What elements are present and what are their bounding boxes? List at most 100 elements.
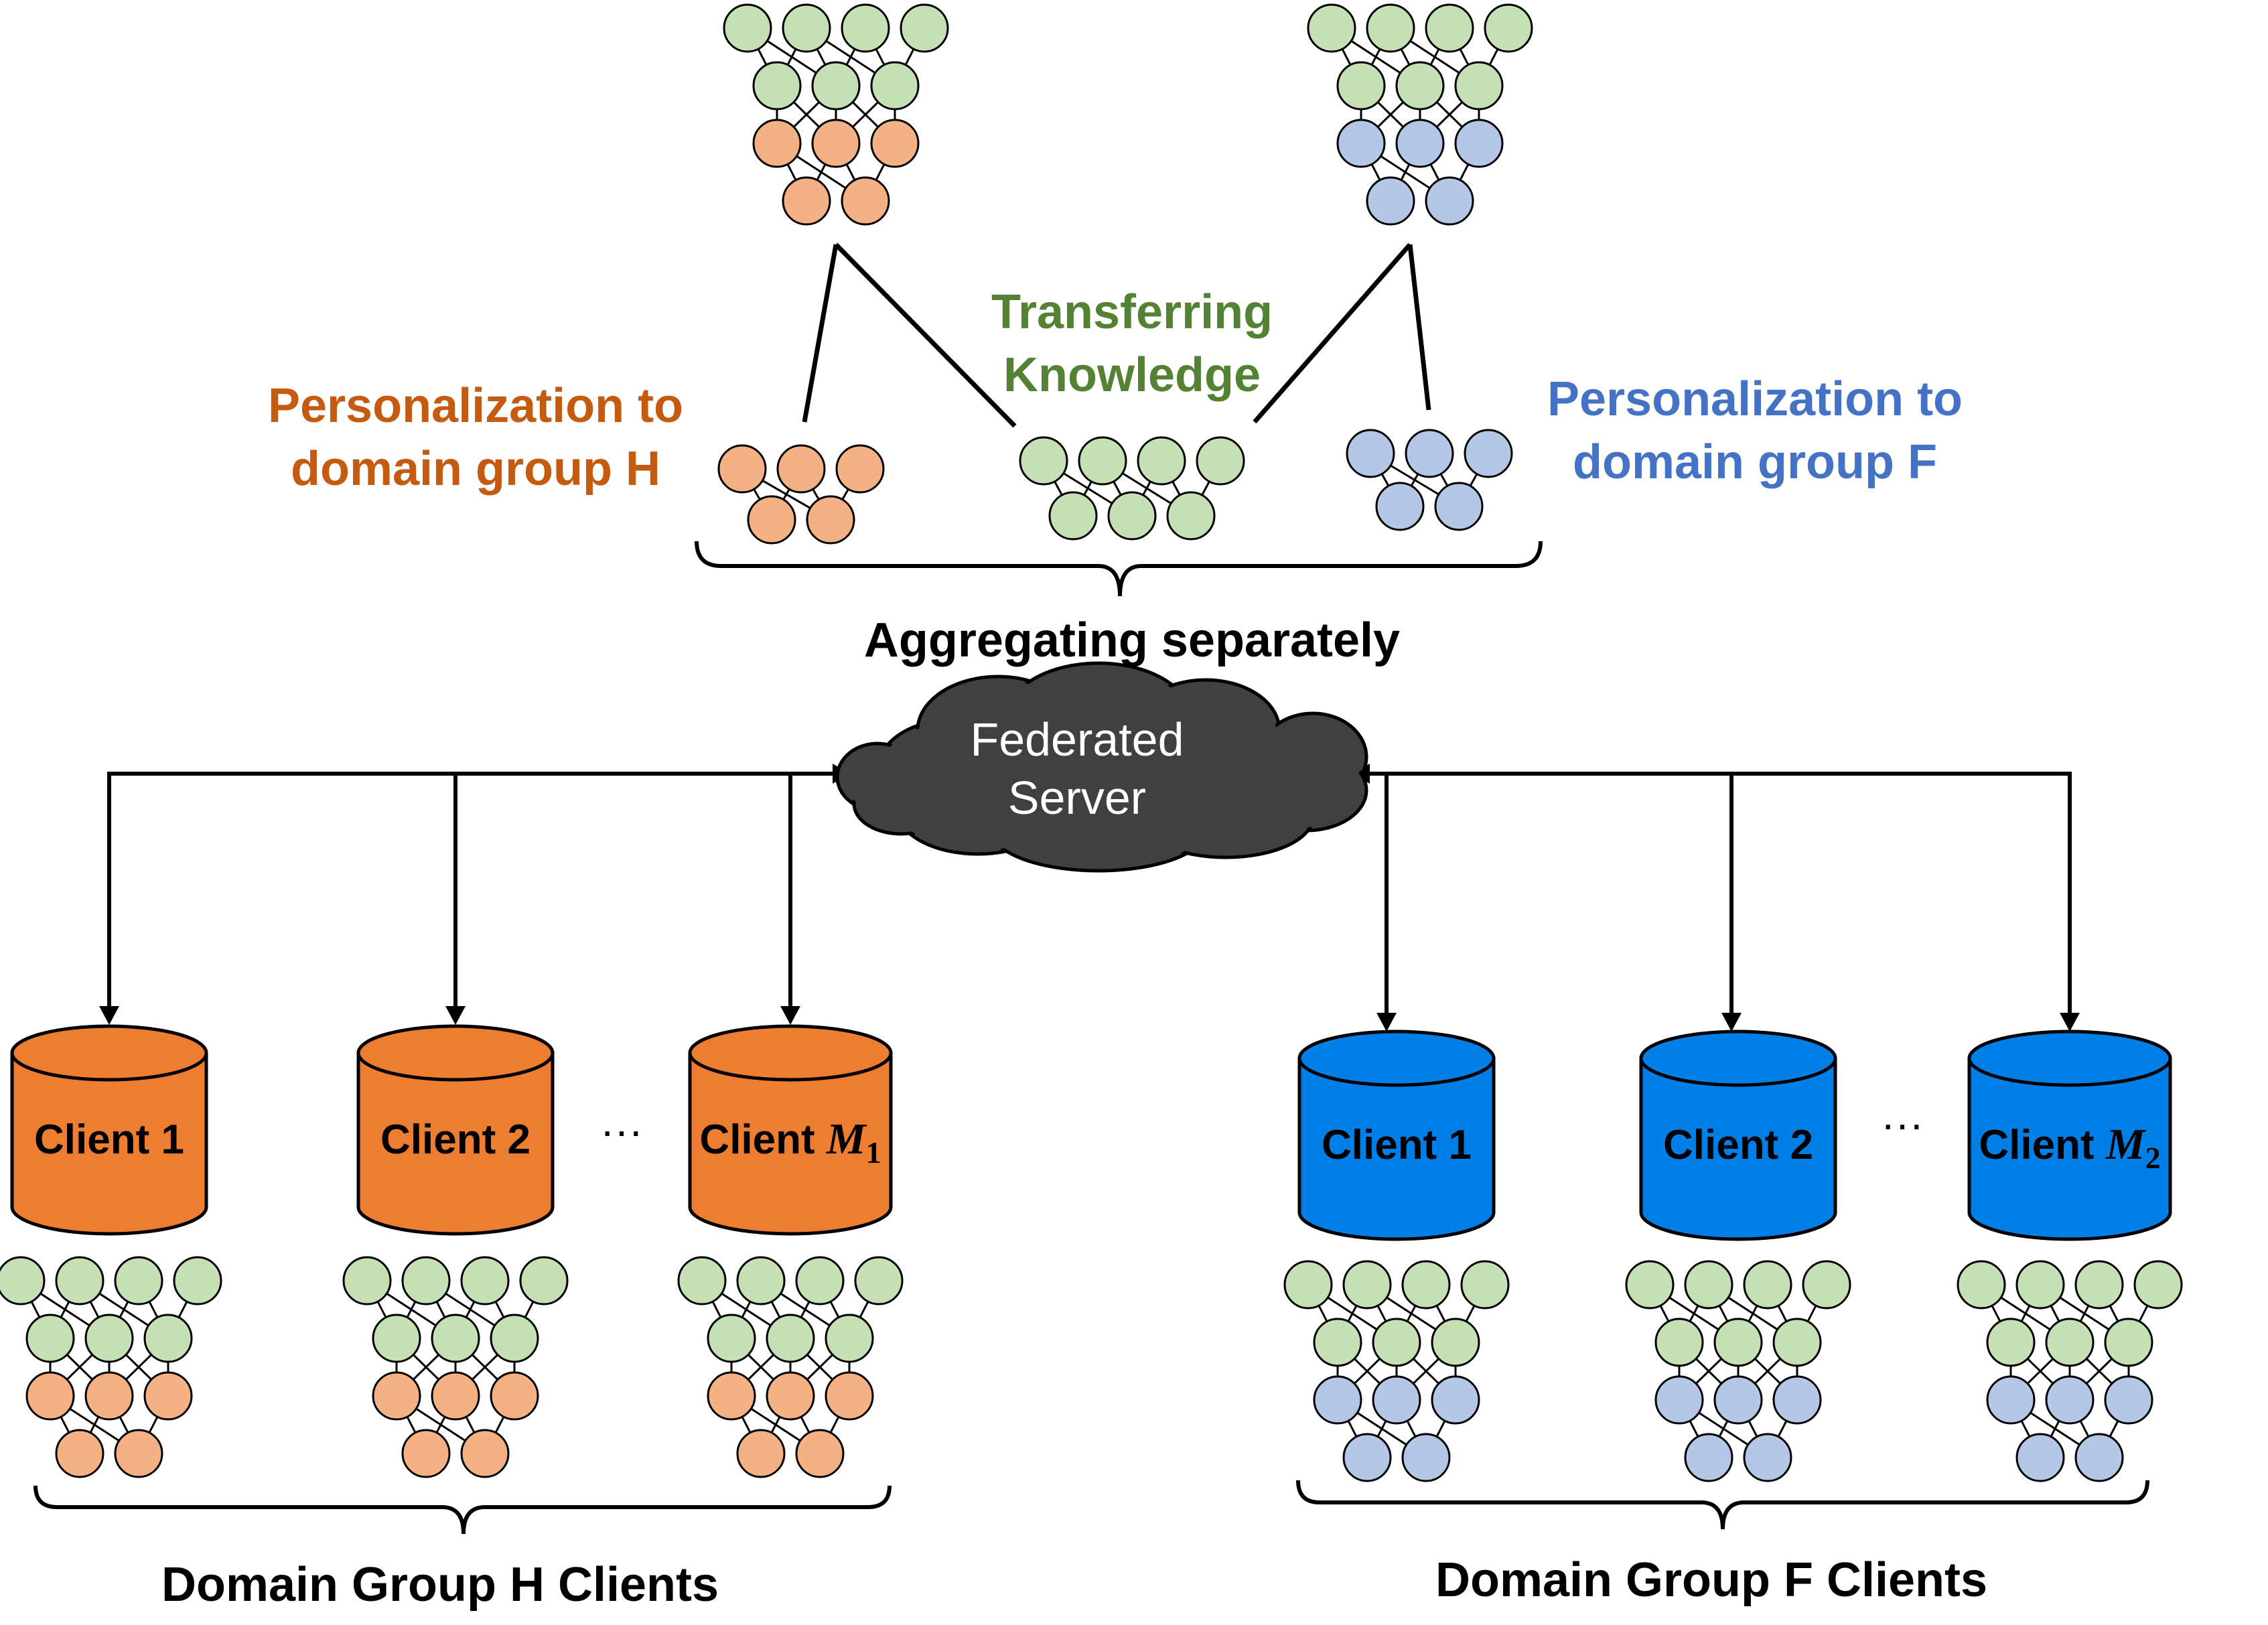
neuron-node xyxy=(1372,1318,1421,1367)
neuron-node xyxy=(1434,482,1484,531)
neuron-node xyxy=(401,1429,451,1478)
database-top xyxy=(10,1024,208,1082)
neuron-node xyxy=(1346,429,1395,478)
neuron-node xyxy=(1743,1260,1792,1310)
neuron-node xyxy=(1957,1260,2006,1310)
client-index-subscript: 2 xyxy=(2145,1141,2161,1175)
neuron-node xyxy=(2074,1260,2124,1310)
transferring-label-line2: Knowledge xyxy=(1003,348,1261,402)
neuron-node xyxy=(2015,1433,2065,1482)
neuron-node xyxy=(55,1429,104,1478)
neuron-node xyxy=(1772,1318,1822,1367)
neuron-node xyxy=(1425,3,1474,53)
neuron-node xyxy=(747,495,796,545)
neuron-node xyxy=(401,1256,451,1305)
neuron-node xyxy=(723,3,772,53)
client-databases: Client 1 Client 2 Client M1 Client 1 Client … xyxy=(10,1024,2172,1241)
neuron-node xyxy=(1743,1433,1792,1482)
ellipsis-h: ··· xyxy=(600,1107,643,1155)
neuron-node xyxy=(1307,3,1356,53)
neuron-node xyxy=(870,119,920,168)
neuron-node xyxy=(1484,3,1533,53)
neuron-node xyxy=(2045,1375,2095,1425)
neuron-node xyxy=(2133,1260,2183,1310)
neuron-node xyxy=(1431,1375,1480,1425)
neuron-node xyxy=(460,1429,510,1478)
neuron-node xyxy=(2045,1318,2095,1367)
neuron-node xyxy=(1986,1375,2036,1425)
neuron-node xyxy=(1401,1260,1451,1310)
aggregating-brace xyxy=(695,541,1543,597)
server-label-line2: Server xyxy=(1008,772,1146,824)
group-f-brace xyxy=(1296,1480,2149,1530)
neuron-node xyxy=(736,1256,786,1305)
neuron-node xyxy=(752,119,802,168)
neuron-node xyxy=(1019,436,1068,486)
group-h-brace xyxy=(33,1485,892,1535)
neuron-node xyxy=(1048,491,1098,541)
neuron-node xyxy=(766,1371,815,1421)
neuron-node xyxy=(1395,61,1445,111)
database-body xyxy=(10,1051,208,1236)
neuron-node xyxy=(1464,429,1513,478)
neuron-node xyxy=(2104,1375,2153,1425)
neuron-node xyxy=(1654,1318,1704,1367)
neuron-node xyxy=(1107,491,1157,541)
cloud-icon xyxy=(835,661,1368,873)
neuron-node xyxy=(25,1314,75,1363)
neuron-node xyxy=(900,3,949,53)
neuron-node xyxy=(519,1256,569,1305)
client-h-3[interactable]: Client M1 xyxy=(688,1024,893,1236)
client-h-2[interactable]: Client 2 xyxy=(356,1024,555,1236)
client-f-1[interactable]: Client 1 xyxy=(1297,1030,1496,1241)
neuron-node xyxy=(1366,176,1415,226)
neuron-node xyxy=(372,1371,421,1421)
neuron-node xyxy=(342,1256,392,1305)
neuron-node xyxy=(460,1256,510,1305)
neuron-node xyxy=(490,1314,539,1363)
neuron-node xyxy=(1772,1375,1822,1425)
neuron-node xyxy=(1684,1433,1733,1482)
neuron-node xyxy=(1684,1260,1733,1310)
neuron-node xyxy=(835,444,885,494)
neuron-node xyxy=(1336,61,1386,111)
neuron-node xyxy=(811,119,861,168)
aggregating-label: Aggregating separately xyxy=(864,614,1400,667)
client-label: Client M1 xyxy=(699,1115,881,1170)
client-label: Client M2 xyxy=(1979,1120,2160,1175)
database-top xyxy=(1297,1030,1496,1087)
neuron-node xyxy=(1405,429,1454,478)
neuron-node xyxy=(782,3,831,53)
neuron-node xyxy=(1713,1375,1763,1425)
neuron-node xyxy=(1313,1375,1362,1425)
client-index-variable: M xyxy=(826,1115,867,1163)
neuron-node xyxy=(854,1256,904,1305)
neuron-node xyxy=(806,495,855,545)
personalization-h-line2: domain group H xyxy=(291,442,660,496)
neuron-node xyxy=(1196,436,1245,486)
database-body xyxy=(1297,1056,1496,1241)
split-lines xyxy=(802,242,1431,428)
client-h-1[interactable]: Client 1 xyxy=(10,1024,208,1236)
neuron-node xyxy=(736,1429,786,1478)
neuron-node xyxy=(55,1256,104,1305)
federated-server-cloud[interactable]: Federated Server xyxy=(835,661,1368,873)
neuron-node xyxy=(431,1371,480,1421)
neuron-node xyxy=(707,1314,756,1363)
neuron-node xyxy=(1078,436,1127,486)
ellipsis-f: ··· xyxy=(1881,1100,1924,1148)
neuron-node xyxy=(1313,1318,1362,1367)
client-f-2[interactable]: Client 2 xyxy=(1639,1030,1837,1241)
database-body xyxy=(1639,1056,1837,1241)
neuron-node xyxy=(1425,176,1474,226)
neuron-node xyxy=(707,1371,756,1421)
neuron-node xyxy=(1366,3,1415,53)
neuron-node xyxy=(1431,1318,1480,1367)
neuron-node xyxy=(752,61,802,111)
neuron-node xyxy=(0,1256,46,1305)
client-f-3[interactable]: Client M2 xyxy=(1967,1030,2172,1241)
neuron-node xyxy=(1460,1260,1510,1310)
neuron-node xyxy=(1654,1375,1704,1425)
neuron-node xyxy=(1454,119,1504,168)
